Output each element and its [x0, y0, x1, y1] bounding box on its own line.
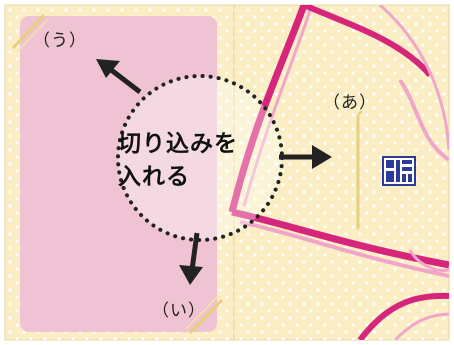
corner-mark-top-left-inner	[16, 18, 49, 53]
corner-mark-bottom-right	[188, 298, 224, 335]
corner-mark-bottom-right-inner	[185, 295, 219, 330]
arrow-icon	[96, 59, 332, 285]
square-seal-stamp-icon	[381, 156, 417, 186]
cut-instruction: 切り込みを 入れる	[118, 128, 288, 194]
pink-panel	[20, 16, 217, 332]
ribbon-decoration	[228, 5, 449, 340]
label-a: （あ）	[323, 93, 377, 113]
cut-instruction-line2: 入れる	[118, 164, 190, 190]
label-i: （い）	[152, 301, 206, 321]
label-u: （う）	[33, 31, 87, 51]
corner-mark-top-left	[11, 13, 46, 50]
cut-instruction-line1: 切り込みを	[118, 131, 238, 157]
